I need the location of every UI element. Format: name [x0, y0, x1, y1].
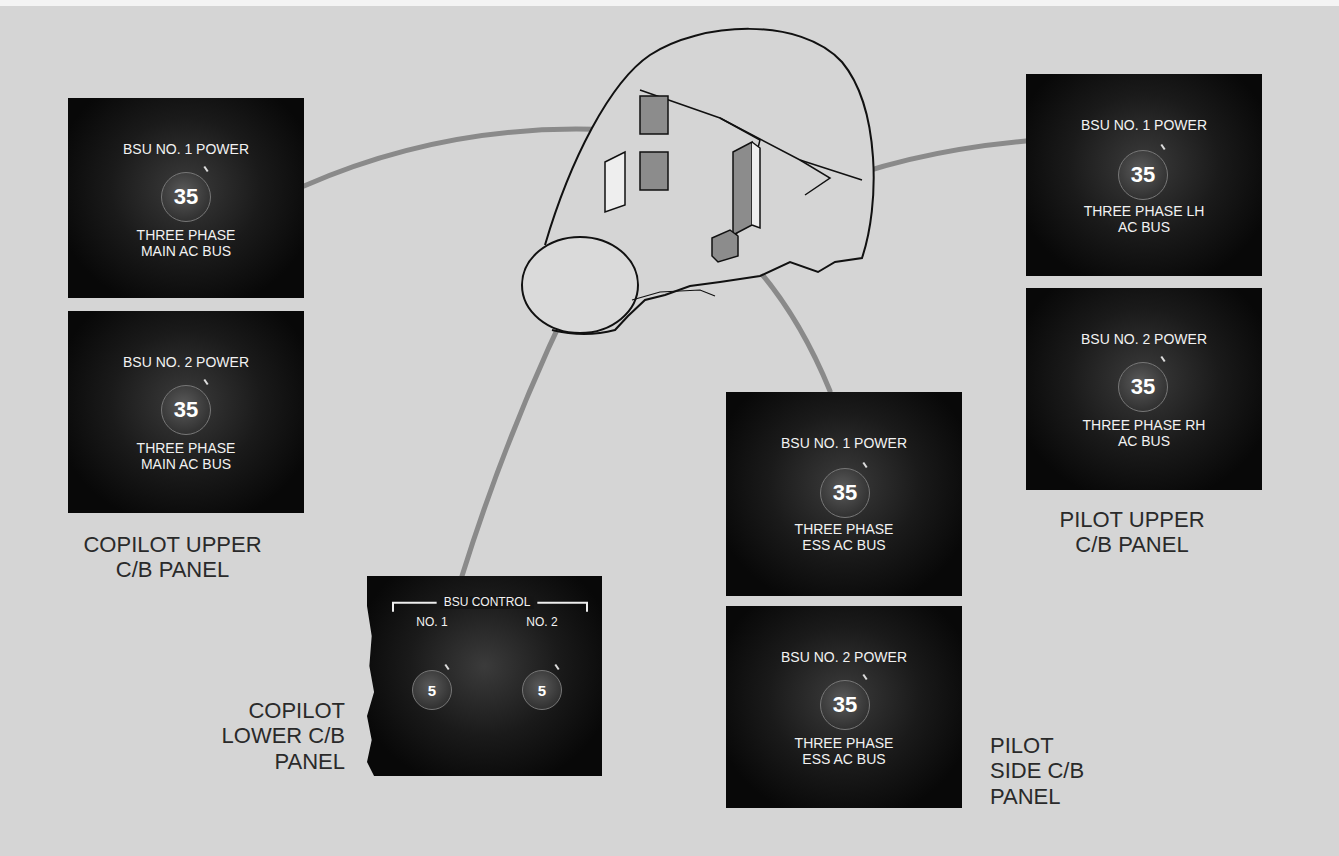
nose-outline	[522, 237, 638, 333]
breaker-rating: 35	[162, 173, 210, 221]
cockpit-outline	[522, 29, 874, 334]
panel-location-label: PILOT UPPER C/B PANEL	[1042, 507, 1222, 558]
breaker-name: BSU NO. 2 POWER	[744, 650, 944, 666]
panel-location-label: COPILOT UPPER C/B PANEL	[70, 532, 275, 583]
circuit-breaker: 35	[820, 468, 870, 518]
breaker-panel: 35 BSU NO. 1 POWER THREE PHASE ESS AC BUS	[726, 392, 962, 596]
breaker-rating: 35	[821, 469, 869, 517]
bus-name: THREE PHASE RH AC BUS	[1081, 418, 1207, 449]
bus-name: THREE PHASE MAIN AC BUS	[123, 441, 249, 472]
breaker-rating: 35	[162, 386, 210, 434]
bus-name: THREE PHASE MAIN AC BUS	[123, 228, 249, 259]
bracket-line	[393, 603, 437, 612]
copilot-side-box	[605, 152, 625, 212]
panel-location-label: COPILOT LOWER C/B PANEL	[205, 698, 345, 774]
breaker-name: BSU NO. 1 POWER	[744, 436, 944, 452]
top-border	[0, 0, 1339, 6]
breaker-rating: 35	[1119, 151, 1167, 199]
panel-location-label: PILOT SIDE C/B PANEL	[990, 733, 1109, 809]
breaker-name: BSU NO. 1 POWER	[1044, 118, 1244, 134]
breaker-panel: 35 BSU NO. 1 POWER THREE PHASE MAIN AC BUS	[68, 98, 304, 298]
bracket-line	[537, 603, 587, 612]
breaker-label: NO. 1	[402, 616, 462, 629]
breaker-name: BSU NO. 1 POWER	[86, 142, 286, 158]
breaker-panel: 35 BSU NO. 2 POWER THREE PHASE RH AC BUS	[1026, 288, 1262, 490]
leader-line	[304, 129, 612, 186]
breaker-panel: 35 BSU NO. 2 POWER THREE PHASE ESS AC BUS	[726, 606, 962, 808]
console-line	[720, 118, 760, 240]
circuit-breaker: 35	[161, 172, 211, 222]
circuit-breaker: 35	[820, 680, 870, 730]
circuit-breaker: 35	[1118, 362, 1168, 412]
circuit-breaker: 5	[412, 670, 452, 710]
breaker-panel: 35 BSU NO. 1 POWER THREE PHASE LH AC BUS	[1026, 74, 1262, 276]
breaker-name: BSU NO. 2 POWER	[86, 355, 286, 371]
circuit-breaker: 5	[522, 670, 562, 710]
breaker-name: BSU NO. 2 POWER	[1044, 332, 1244, 348]
copilot-upper-panel-mark	[640, 96, 668, 134]
breaker-panel: 35 BSU NO. 2 POWER THREE PHASE MAIN AC BUS	[68, 311, 304, 513]
console-line	[800, 160, 830, 195]
breaker-rating: 35	[821, 681, 869, 729]
circuit-breaker: 35	[1118, 150, 1168, 200]
bus-name: THREE PHASE LH AC BUS	[1081, 204, 1207, 235]
pilot-upper-panel-mark	[733, 142, 752, 235]
group-heading: BSU CONTROL	[440, 596, 535, 609]
breaker-label: NO. 2	[512, 616, 572, 629]
floor-line	[632, 290, 715, 300]
breaker-rating: 5	[523, 671, 561, 709]
copilot-upper-panel-mark	[640, 152, 668, 190]
circuit-breaker: 35	[161, 385, 211, 435]
breaker-rating: 35	[1119, 363, 1167, 411]
bus-name: THREE PHASE ESS AC BUS	[781, 522, 907, 553]
pilot-panel-side	[752, 142, 760, 228]
pilot-side-panel-mark	[712, 230, 738, 262]
breaker-panel: 5 5 BSU CONTROL NO. 1 NO. 2	[367, 576, 602, 776]
bus-name: THREE PHASE ESS AC BUS	[781, 736, 907, 767]
breaker-rating: 5	[413, 671, 451, 709]
